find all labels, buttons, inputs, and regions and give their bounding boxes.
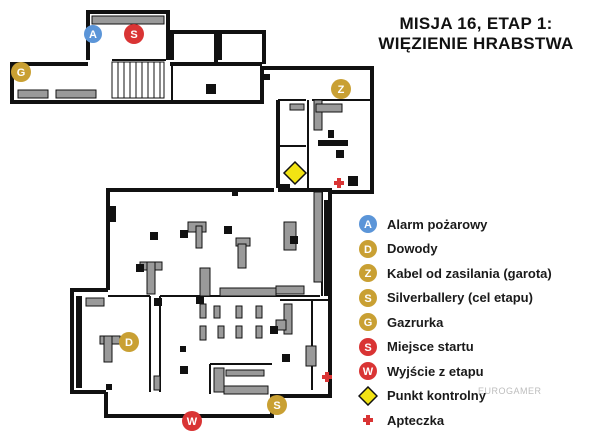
svg-text:D: D: [364, 244, 372, 256]
legend-item-cable: Z Kabel od zasilania (garota): [358, 261, 598, 286]
legend-item-medkit: Apteczka: [358, 408, 598, 433]
svg-text:W: W: [363, 366, 374, 378]
legend-item-start: S Miejsce startu: [358, 335, 598, 360]
legend-item-checkpoint: Punkt kontrolny: [358, 384, 598, 409]
legend-label: Dowody: [387, 241, 438, 257]
map-marker-checkpoint: [282, 160, 308, 186]
legend-label: Alarm pożarowy: [387, 216, 488, 232]
legend-label: Silverballery (cel etapu): [387, 290, 533, 306]
map-title: MISJA 16, ETAP 1: WIĘZIENIE HRABSTWA: [362, 14, 590, 54]
map-marker-exit-label: W: [187, 416, 198, 428]
map-title-line-1: MISJA 16, ETAP 1:: [399, 14, 553, 33]
map-marker-evidence-label: D: [125, 337, 133, 349]
gold-circle-icon: D: [359, 239, 377, 258]
walls: [10, 10, 374, 418]
legend-item-pipe: G Gazrurka: [358, 310, 598, 335]
black-blocks: [76, 74, 358, 390]
map-marker-medkit-1: [334, 178, 344, 188]
legend-item-silverballers: S Silverballery (cel etapu): [358, 286, 598, 311]
svg-text:G: G: [364, 317, 373, 329]
map-marker-silverballers: S: [267, 395, 287, 415]
legend-label: Gazrurka: [387, 314, 444, 330]
gold-circle-icon: S: [359, 288, 377, 307]
map-marker-cable: Z: [331, 79, 351, 99]
legend-label: Kabel od zasilania (garota): [387, 265, 552, 281]
yellow-diamond-icon: [358, 385, 378, 406]
legend: A Alarm pożarowy D Dowody Z Kabel od zas…: [358, 212, 598, 433]
legend-label: Wyjście z etapu: [387, 363, 484, 379]
map-marker-pipe: G: [11, 62, 31, 82]
gold-circle-icon: G: [359, 313, 377, 332]
legend-item-evidence: D Dowody: [358, 237, 598, 262]
legend-item-alarm: A Alarm pożarowy: [358, 212, 598, 237]
legend-label: Miejsce startu: [387, 339, 474, 355]
svg-text:S: S: [364, 293, 371, 305]
map-marker-exit: W: [182, 411, 202, 431]
map-marker-start: S: [124, 24, 144, 44]
gold-circle-icon: Z: [359, 264, 377, 283]
furniture: [17, 15, 343, 395]
map-marker-pipe-label: G: [17, 67, 26, 79]
legend-label: Apteczka: [387, 412, 445, 428]
blue-circle-icon: A: [359, 215, 377, 234]
legend-item-exit: W Wyjście z etapu: [358, 359, 598, 384]
map-title-line-2: WIĘZIENIE HRABSTWA: [378, 34, 574, 53]
map-marker-medkit-2: [322, 372, 332, 382]
map-marker-start-label: S: [130, 29, 137, 41]
staircase: [111, 61, 165, 99]
svg-text:S: S: [364, 342, 371, 354]
map-marker-alarm: A: [84, 25, 102, 43]
legend-label: Punkt kontrolny: [387, 388, 486, 404]
watermark-logo: EUROGAMER: [478, 386, 542, 396]
red-circle-icon: W: [359, 362, 377, 381]
svg-text:Z: Z: [365, 268, 372, 280]
map-marker-cable-label: Z: [338, 84, 345, 96]
map-marker-alarm-label: A: [89, 29, 97, 41]
red-circle-icon: S: [359, 337, 377, 356]
red-cross-icon: [363, 415, 373, 426]
map-marker-evidence: D: [119, 332, 139, 352]
map-marker-silverballers-label: S: [273, 400, 280, 412]
svg-text:A: A: [364, 219, 372, 231]
